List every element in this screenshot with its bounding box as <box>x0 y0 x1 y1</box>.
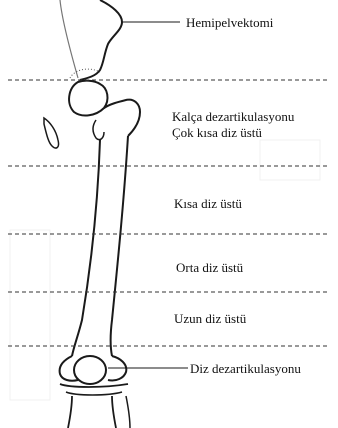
label-knee-disarticulation: Diz dezartikulasyonu <box>190 361 301 377</box>
pelvis-outline <box>80 0 122 80</box>
label-mid-above-knee: Orta diz üstü <box>176 260 243 276</box>
femoral-head <box>69 81 107 116</box>
label-long-above-knee: Uzun diz üstü <box>174 311 246 327</box>
greater-trochanter <box>104 100 140 136</box>
patella <box>74 356 106 384</box>
label-very-short-above-knee: Çok kısa diz üstü <box>172 125 262 141</box>
label-hemipelvectomy: Hemipelvektomi <box>186 15 273 31</box>
femur-shaft <box>72 140 100 356</box>
label-short-above-knee: Kısa diz üstü <box>174 196 242 212</box>
label-hip-disarticulation: Kalça dezartikulasyonu <box>172 109 294 125</box>
